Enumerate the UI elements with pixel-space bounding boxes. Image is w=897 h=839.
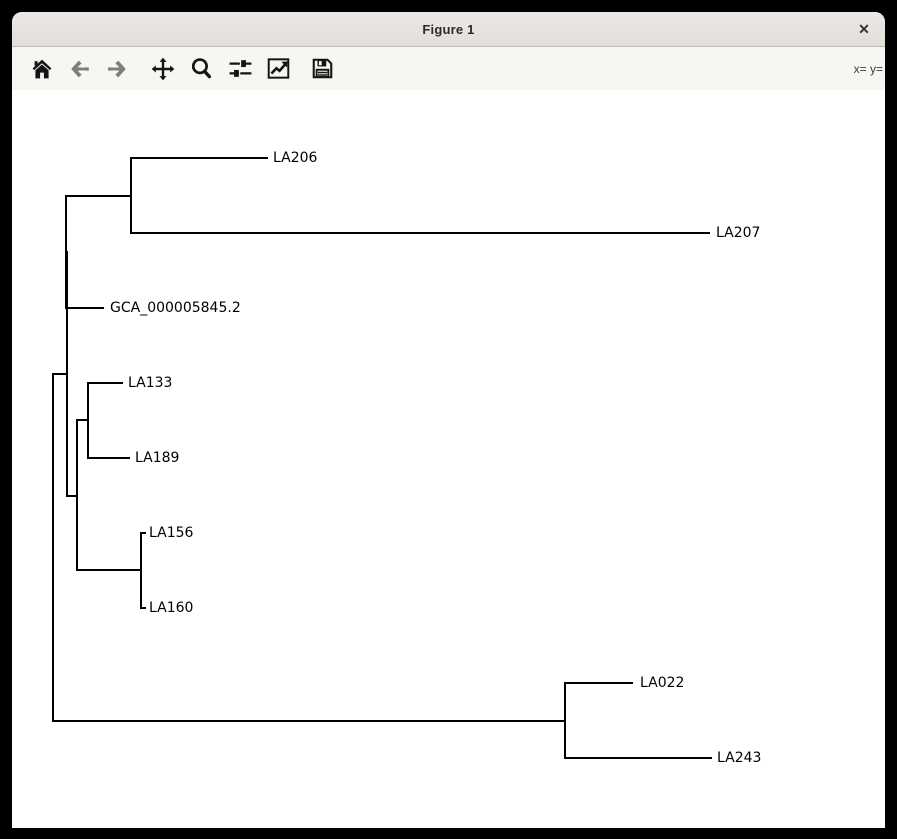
taxon-label: LA206 [273,150,318,166]
tree-branch-v [130,157,132,234]
tree-branch-v [87,382,89,459]
taxon-label: LA207 [716,225,761,241]
save-button[interactable] [305,52,339,86]
taxon-label: LA022 [640,675,685,691]
tree-branch-v [76,419,78,571]
arrow-right-icon [105,57,129,81]
tree-branch-h [565,682,633,684]
move-icon [150,56,176,82]
arrow-left-icon [68,57,92,81]
taxon-label: LA189 [135,450,180,466]
tree-branch-h [141,532,146,534]
configure-subplots-button[interactable] [223,52,257,86]
taxon-label: LA156 [149,525,194,541]
close-icon: ✕ [858,20,870,37]
toolbar: x= y= [12,47,885,90]
window-title: Figure 1 [422,21,475,37]
forward-button[interactable] [100,52,134,86]
tree-branch-h [67,495,77,497]
chart-icon [266,56,291,81]
taxon-label: LA133 [128,375,173,391]
tree-branch-h [565,757,712,759]
titlebar[interactable]: Figure 1 ✕ [12,12,885,47]
tree-branch-h [141,607,146,609]
pan-button[interactable] [146,52,180,86]
tree-branch-v [52,373,54,722]
home-icon [30,57,54,81]
taxon-label: GCA_000005845.2 [110,300,241,316]
tree-branch-h [131,232,710,234]
taxon-label: LA243 [717,750,762,766]
tree-branch-v [564,682,566,759]
tree-branch-h [131,157,268,159]
magnifier-icon [189,56,214,81]
tree-branch-h [66,307,104,309]
tree-branch-v [140,532,142,609]
cursor-readout: x= y= [853,61,883,76]
floppy-icon [310,56,335,81]
tree-branch-h [53,373,67,375]
home-button[interactable] [25,52,59,86]
tree-branch-h [53,720,565,722]
tree-branch-h [77,569,141,571]
close-button[interactable]: ✕ [851,16,877,42]
tree-branch-h [66,195,131,197]
tree-branch-h [88,457,130,459]
figure-window: Figure 1 ✕ [12,12,885,828]
tree-branch-v [66,251,68,497]
back-button[interactable] [63,52,97,86]
tree-branch-h [77,419,88,421]
tree-branch-h [88,382,123,384]
sliders-icon [228,56,253,81]
taxon-label: LA160 [149,600,194,616]
zoom-button[interactable] [184,52,218,86]
edit-parameters-button[interactable] [261,52,295,86]
